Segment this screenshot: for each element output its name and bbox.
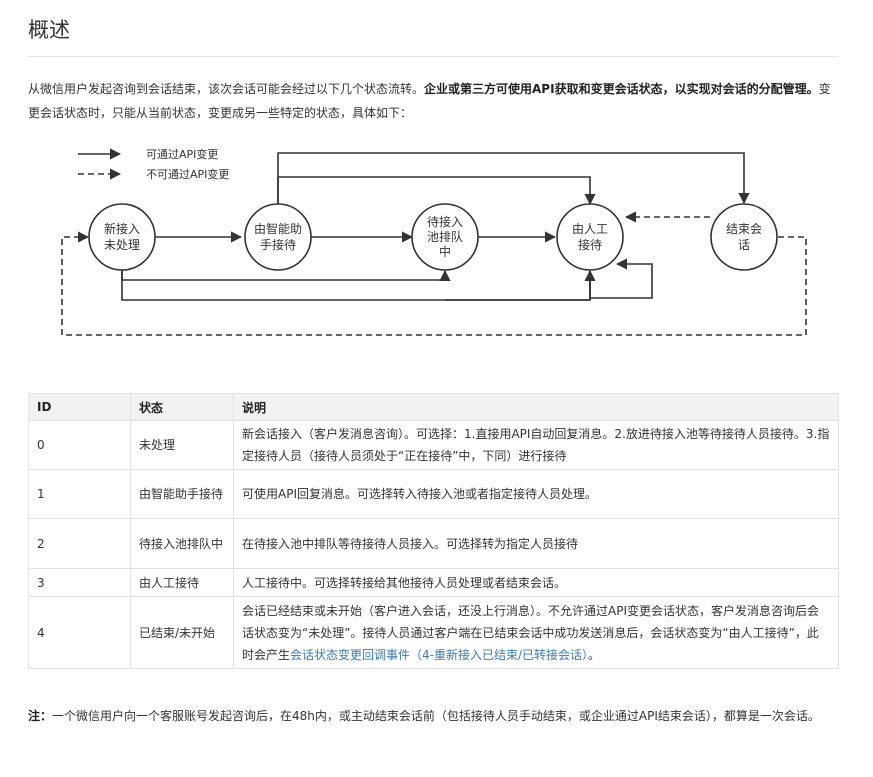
- node-5-line-2: 话: [738, 238, 750, 252]
- row-id: 4: [28, 596, 131, 669]
- header-id: ID: [28, 393, 131, 421]
- edge-2-to-4: [277, 176, 596, 206]
- row-desc-text: 会话已经结束或未开始（客户进入会话，还没上行消息）。不允许通过API变更会话状态…: [242, 603, 819, 662]
- header-state: 状态: [130, 393, 234, 421]
- row-desc-end: 。: [588, 647, 601, 662]
- edge-2-to-5: [277, 152, 750, 205]
- table-row: 1 由智能助手接待 可使用API回复消息。可选择转入待接入池或者指定接待人员处理…: [28, 469, 839, 519]
- node-1-line-2: 未处理: [104, 238, 140, 252]
- node-5-line-1: 结束会: [726, 222, 762, 236]
- diagram-node-5: 结束会 话: [710, 203, 778, 271]
- row-id: 2: [28, 518, 131, 569]
- note-paragraph: 注：一个微信用户向一个客服账号发起咨询后，在48h内，或主动结束会话前（包括接待…: [28, 704, 840, 728]
- row-id: 0: [28, 420, 131, 470]
- table-header-row: ID 状态 说明: [28, 393, 839, 421]
- table-row: 0 未处理 新会话接入（客户发消息咨询）。可选择：1.直接用API自动回复消息。…: [28, 420, 839, 470]
- note-label: 注：: [28, 709, 53, 723]
- edge-4-to-3: [445, 271, 591, 301]
- note-text: 一个微信用户向一个客服账号发起咨询后，在48h内，或主动结束会话前（包括接待人员…: [52, 709, 820, 723]
- node-3-line-3: 中: [439, 244, 451, 259]
- row-state: 由人工接待: [130, 568, 234, 597]
- node-2-line-2: 手接待: [260, 237, 296, 252]
- row-state: 由智能助手接待: [130, 469, 234, 519]
- row-desc: 人工接待中。可选择转接给其他接待人员处理或者结束会话。: [233, 568, 839, 597]
- legend-dashed-label: 不可通过API变更: [146, 167, 229, 181]
- callback-event-link[interactable]: 会话状态变更回调事件（4-重新接入已结束/已转接会话）: [290, 647, 589, 662]
- node-3-line-1: 待接入: [427, 214, 463, 229]
- diagram-node-2: 由智能助 手接待: [244, 203, 312, 271]
- intro-bold-text: 企业或第三方可使用API获取和变更会话状态，以实现对会话的分配管理。: [424, 82, 819, 96]
- row-desc: 新会话接入（客户发消息咨询）。可选择：1.直接用API自动回复消息。2.放进待接…: [233, 420, 839, 470]
- intro-paragraph: 从微信用户发起咨询到会话结束，该次会话可能会经过以下几个状态流转。企业或第三方可…: [28, 77, 840, 125]
- node-3-line-2: 池排队: [427, 229, 463, 244]
- diagram-legend: 可通过API变更 不可通过API变更: [78, 147, 229, 181]
- diagram-node-1: 新接入 未处理: [88, 203, 156, 271]
- states-table: ID 状态 说明 0 未处理 新会话接入（客户发消息咨询）。可选择：1.直接用A…: [28, 393, 839, 669]
- diagram-edges-solid: [121, 152, 750, 301]
- row-desc: 在待接入池中排队等待接待人员接入。可选择转为指定人员接待: [233, 518, 839, 569]
- row-id: 1: [28, 469, 131, 519]
- row-state: 已结束/未开始: [130, 596, 234, 669]
- title-divider: [28, 56, 838, 57]
- diagram-edges-dashed: [61, 211, 807, 336]
- node-4-line-2: 接待: [578, 237, 602, 252]
- edge-1-to-4: [121, 269, 596, 301]
- table-row: 4 已结束/未开始 会话已经结束或未开始（客户进入会话，还没上行消息）。不允许通…: [28, 596, 839, 669]
- legend-solid-label: 可通过API变更: [146, 147, 218, 161]
- intro-text-1: 从微信用户发起咨询到会话结束，该次会话可能会经过以下几个状态流转。: [28, 82, 425, 96]
- diagram-node-4: 由人工 接待: [556, 203, 624, 271]
- node-1-line-1: 新接入: [104, 221, 140, 236]
- row-state: 未处理: [130, 420, 234, 470]
- table-row: 2 待接入池排队中 在待接入池中排队等待接待人员接入。可选择转为指定人员接待: [28, 518, 839, 569]
- edge-1-to-3: [121, 269, 451, 282]
- row-id: 3: [28, 568, 131, 597]
- row-state: 待接入池排队中: [130, 518, 234, 569]
- diagram-node-3: 待接入 池排队 中: [411, 203, 479, 271]
- intro-text-2: 变更会话状态时，只能从当前状态，变更成另一些特定的状态，具体如下：: [28, 82, 831, 120]
- state-flow-diagram: 可通过API变更 不可通过API变更 新接入 未处理 由智能助 手接待 待接入 …: [61, 147, 807, 336]
- node-4-line-1: 由人工: [572, 222, 608, 236]
- page-title: 概述: [28, 18, 70, 42]
- table-row: 3 由人工接待 人工接待中。可选择转接给其他接待人员处理或者结束会话。: [28, 568, 839, 597]
- edge-5-to-1: [61, 231, 807, 336]
- row-desc: 会话已经结束或未开始（客户进入会话，还没上行消息）。不允许通过API变更会话状态…: [233, 596, 839, 669]
- edge-4-self: [589, 258, 653, 299]
- node-2-line-1: 由智能助: [254, 221, 302, 236]
- row-desc: 可使用API回复消息。可选择转入待接入池或者指定接待人员处理。: [233, 469, 839, 519]
- header-desc: 说明: [233, 393, 839, 421]
